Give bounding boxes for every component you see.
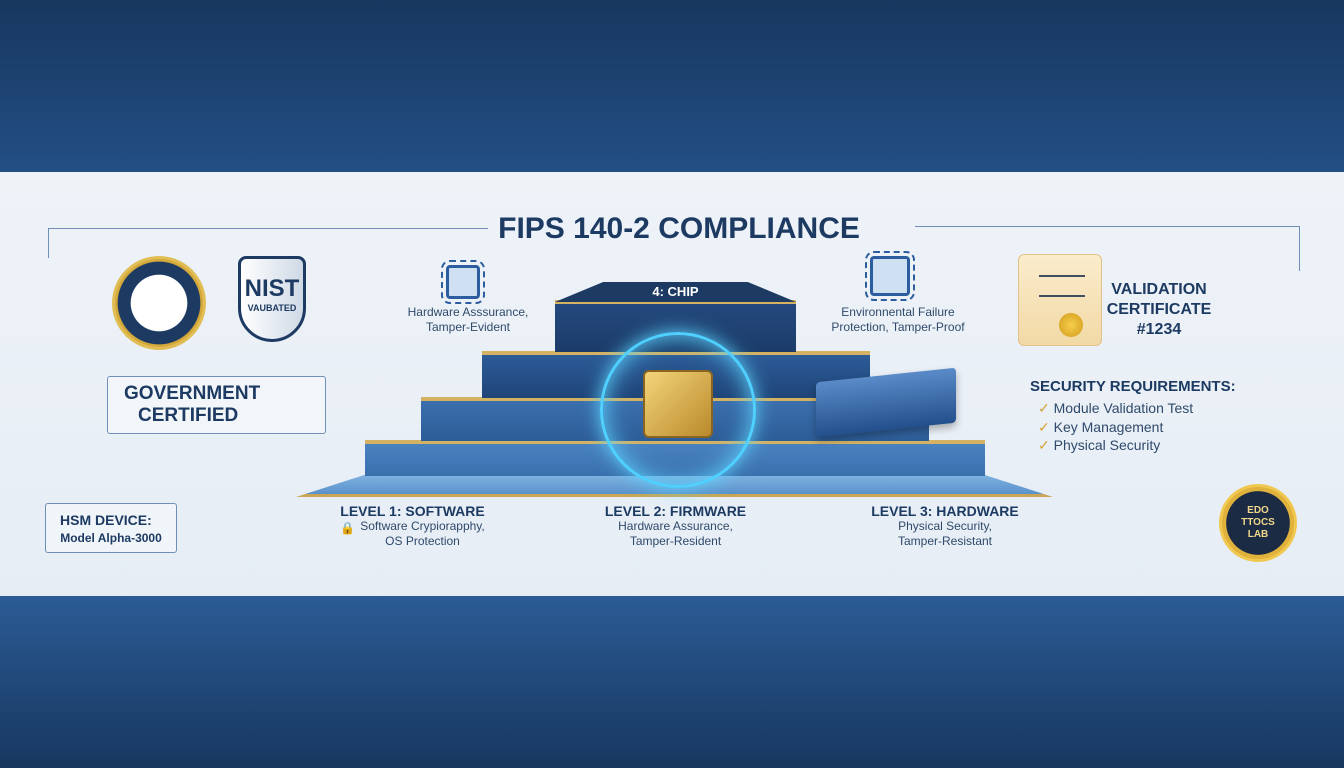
requirement-item: ✓ Physical Security [1038, 436, 1236, 455]
cert-number: #1234 [1136, 321, 1182, 338]
requirements-heading: SECURITY REQUIREMENTS: [1030, 378, 1236, 395]
pyramid-top [555, 282, 796, 302]
glow-ring [600, 332, 756, 488]
requirement-text: Module Validation Test [1053, 400, 1194, 416]
level-title: LEVEL 3: HARDWARE [871, 503, 1019, 519]
level-2: LEVEL 2: FIRMWARE Hardware Assurance,Tam… [588, 503, 763, 549]
level-desc: Physical Security, [898, 519, 992, 533]
level-3: LEVEL 3: HARDWARE Physical Security,Tamp… [850, 503, 1040, 549]
hsm-line2: Model Alpha-3000 [60, 531, 162, 545]
government-certified-box: GOVERNMENT CERTIFIED [107, 376, 326, 434]
nist-shield: NIST VAUBATED [238, 256, 306, 342]
gov-line2: CERTIFIED [138, 405, 239, 426]
chip-icon [865, 251, 915, 301]
level-title: LEVEL 2: FIRMWARE [604, 503, 747, 519]
nist-title: NIST [244, 275, 300, 302]
chip-icon [441, 260, 485, 304]
caption-line: Environnental Failure [841, 305, 955, 319]
divider [48, 228, 488, 229]
check-icon: ✓ [1038, 437, 1054, 453]
security-requirements: SECURITY REQUIREMENTS: ✓ Module Validati… [1030, 378, 1236, 455]
government-seal [112, 256, 206, 350]
level-1: LEVEL 1: SOFTWARE 🔒 Software Crypiorapphy… [320, 503, 505, 549]
divider [1299, 226, 1300, 271]
caption-line: Hardware Asssurance, [407, 305, 529, 319]
requirement-text: Key Management [1053, 418, 1164, 435]
check-icon: ✓ [1038, 400, 1054, 416]
divider [48, 228, 49, 258]
bottom-band [0, 596, 1344, 768]
pyramid-top-label: 4: CHIP [652, 284, 699, 299]
caption-line: Tamper-Evident [425, 320, 511, 334]
certificate-scroll-icon [1018, 254, 1102, 346]
level-title: LEVEL 1: SOFTWARE [340, 503, 485, 519]
check-icon: ✓ [1038, 418, 1054, 435]
top-band [0, 0, 1344, 172]
certificate-label: VALIDATION CERTIFICATE #1234 [1105, 280, 1213, 340]
lab-seal: EDO TTOCS LAB [1219, 484, 1297, 562]
requirement-item: ✓ Key Management [1038, 418, 1236, 437]
cert-line: VALIDATION [1111, 281, 1207, 298]
level-desc: Tamper-Resident [629, 534, 722, 548]
lock-icon: 🔒 [340, 521, 355, 535]
gov-line1: GOVERNMENT [124, 383, 261, 404]
level-desc: OS Protection [385, 534, 460, 548]
caption-line: Protection, Tamper-Proof [831, 320, 965, 334]
hsm-line1: HSM DEVICE: [60, 512, 152, 528]
requirement-item: ✓ Module Validation Test [1038, 399, 1236, 418]
page-title: FIPS 140-2 COMPLIANCE [498, 212, 860, 245]
nist-subtitle: VAUBATED [247, 303, 297, 313]
secure-chip-icon [643, 370, 713, 438]
level-desc: Hardware Assurance, [618, 519, 733, 533]
cert-line: CERTIFICATE [1106, 301, 1212, 318]
divider [915, 226, 1300, 227]
lab-seal-text: EDO TTOCS LAB [1241, 505, 1275, 540]
level-desc: Software Crypiorapphy, [360, 519, 485, 533]
chip-left-caption: Hardware Asssurance,Tamper-Evident [398, 305, 538, 335]
requirement-text: Physical Security [1053, 437, 1161, 453]
level-desc: Tamper-Resistant [897, 534, 993, 548]
hsm-device-box: HSM DEVICE: Model Alpha-3000 [45, 503, 177, 553]
